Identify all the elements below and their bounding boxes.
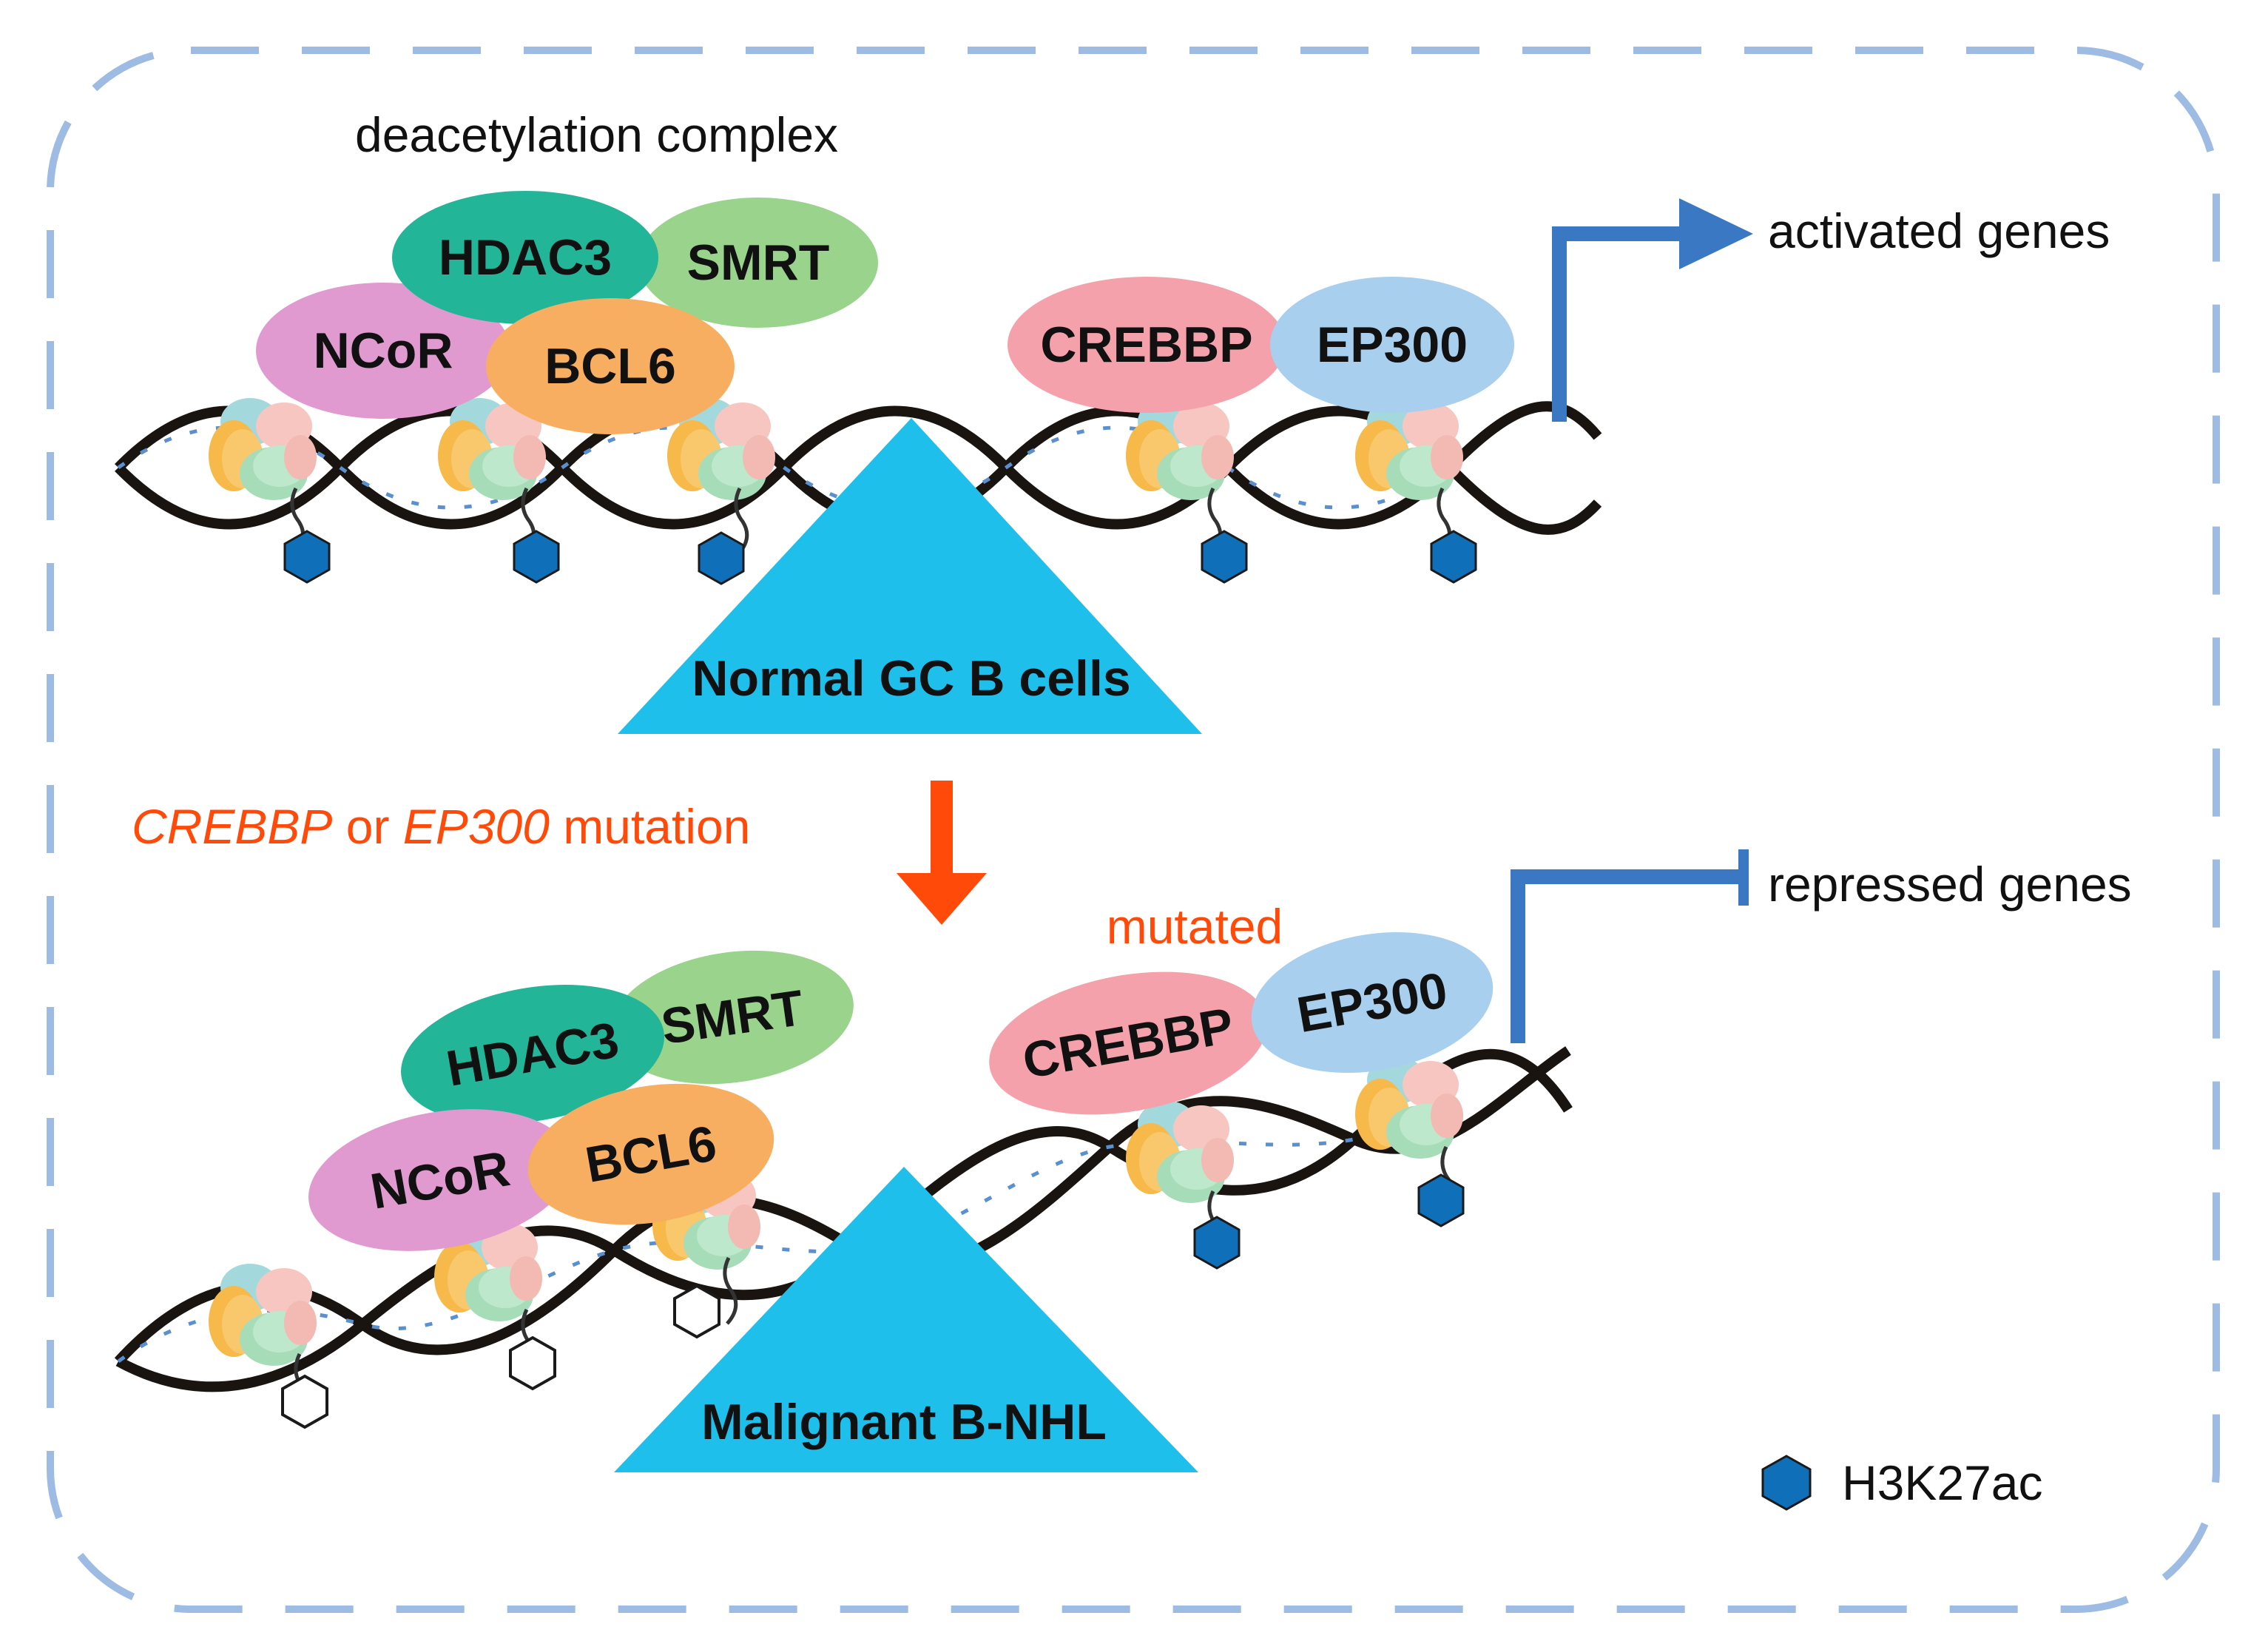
- mutated-label: mutated: [1107, 899, 1283, 954]
- legend: H3K27ac: [1761, 1455, 2043, 1511]
- legend-h3k27ac-label: H3K27ac: [1842, 1455, 2043, 1510]
- mutation-arrowhead: [897, 873, 987, 925]
- top-panel: deacetylation complex activated genes: [115, 107, 2110, 734]
- h3k27ac-icon: [1193, 1216, 1241, 1270]
- h3k27ac-icon: [283, 530, 331, 584]
- protein-crebbp-top: CREBBP: [1008, 277, 1286, 413]
- nucleosome: [209, 1264, 317, 1366]
- protein-ep300-bottom: EP300: [1251, 932, 1494, 1074]
- deacetylated-h3k27-icon: [673, 1284, 720, 1339]
- h3k27ac-icon: [513, 530, 560, 584]
- protein-bcl6-bottom: BCL6: [527, 1083, 774, 1225]
- normal-triangle: [618, 418, 1202, 734]
- nucleosome: [1126, 398, 1234, 500]
- malignant-triangle: [614, 1167, 1198, 1472]
- protein-crebbp-bottom: CREBBP: [989, 971, 1267, 1115]
- svg-text:NCoR: NCoR: [314, 323, 453, 379]
- legend-h3k27ac-icon: [1761, 1455, 1812, 1511]
- cell-border: [47, 47, 2220, 1613]
- h3k27ac-icon: [698, 531, 745, 585]
- repressed-genes-label: repressed genes: [1768, 857, 2132, 912]
- protein-hdac3-bottom: HDAC3: [401, 985, 664, 1124]
- deacetylated-h3k27-icon: [281, 1374, 328, 1429]
- protein-smrt-top: SMRT: [638, 198, 878, 328]
- protein-bcl6-top: BCL6: [486, 298, 735, 434]
- repression-bar: [1738, 849, 1749, 906]
- deacetylation-complex-label: deacetylation complex: [355, 107, 838, 162]
- nucleosome: [1355, 398, 1463, 500]
- svg-text:BCL6: BCL6: [544, 338, 676, 394]
- svg-text:EP300: EP300: [1317, 317, 1468, 373]
- bottom-panel: repressed genes SMRT HDAC3: [114, 849, 2132, 1472]
- gene-activation-arrow: [1552, 226, 1694, 422]
- nucleosome: [209, 398, 317, 500]
- svg-text:CREBBP: CREBBP: [1040, 317, 1252, 373]
- svg-text:HDAC3: HDAC3: [439, 229, 612, 286]
- deacetylated-h3k27-icon: [509, 1335, 556, 1391]
- mutation-transition: CREBBP or EP300 mutation: [132, 781, 987, 925]
- activated-genes-label: activated genes: [1768, 203, 2110, 258]
- normal-gc-b-cells-label: Normal GC B cells: [692, 650, 1130, 707]
- protein-ep300-top: EP300: [1270, 277, 1514, 413]
- nucleosome: [1126, 1101, 1234, 1203]
- h3k27ac-icon: [1201, 530, 1248, 584]
- malignant-b-nhl-label: Malignant B-NHL: [701, 1394, 1107, 1450]
- h3k27ac-icon: [1430, 530, 1477, 584]
- nucleosome: [1355, 1057, 1463, 1159]
- protein-ncor-top: NCoR: [256, 283, 510, 419]
- protein-smrt-bottom: SMRT: [611, 950, 854, 1085]
- svg-text:SMRT: SMRT: [687, 235, 830, 291]
- gene-repression-line: [1511, 869, 1742, 1043]
- h3k27ac-icon: [1417, 1173, 1465, 1227]
- mutation-label: CREBBP or EP300 mutation: [132, 799, 750, 854]
- mutation-arrow-shaft: [931, 781, 953, 877]
- gene-activation-arrowhead: [1679, 198, 1753, 269]
- protein-hdac3-top: HDAC3: [392, 191, 658, 324]
- protein-ncor-bottom: NCoR: [308, 1109, 572, 1251]
